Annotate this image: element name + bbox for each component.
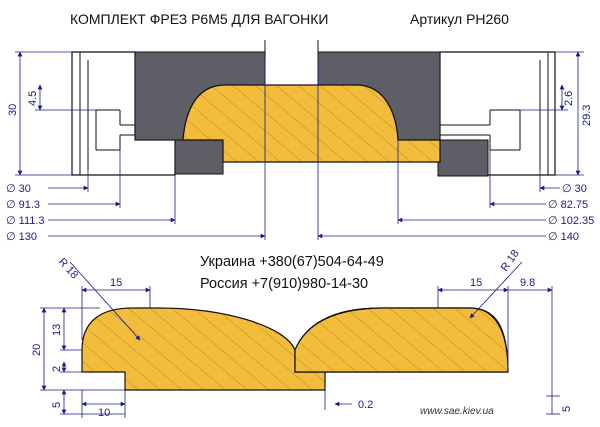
right-cutter-assembly (317, 51, 556, 177)
top-left-vertical-dims (15, 51, 96, 176)
dim-height-5-right: 5 (561, 406, 573, 412)
dim-d-left-2: ∅ 91.3 (6, 199, 40, 211)
dim-gap: 0.2 (358, 399, 373, 411)
bottom-width-dims (81, 286, 553, 396)
top-wood-profile (182, 84, 441, 163)
drawing-title: КОМПЛЕКТ ФРЕЗ Р6М5 ДЛЯ ВАГОНКИ (70, 11, 328, 27)
right-diameter-leaders (317, 60, 560, 240)
dim-base-10: 10 (98, 407, 110, 419)
right-shaft (440, 52, 549, 175)
website-link[interactable]: www.sae.kiev.ua (420, 406, 494, 417)
dim-left-step: 4.5 (27, 91, 39, 106)
dim-height-5-left: 5 (51, 402, 63, 408)
dim-height-2: 2 (51, 366, 63, 372)
dim-d-right-4: ∅ 140 (548, 231, 579, 243)
dim-d-right-1: ∅ 30 (562, 183, 587, 195)
dim-width-right: 15 (470, 277, 482, 289)
dim-d-left-4: ∅ 130 (6, 231, 37, 243)
dim-radius-left: R 18 (56, 256, 80, 281)
dim-offset-right: 9.8 (520, 277, 535, 289)
dim-d-right-2: ∅ 82.75 (548, 199, 588, 211)
dim-height-20: 20 (31, 344, 43, 356)
dim-d-right-3: ∅ 102.35 (548, 215, 594, 227)
bottom-left-vertical-dims (40, 307, 125, 415)
contact-ukraine: Украина +380(67)504-64-49 (200, 254, 384, 270)
dim-height-13: 13 (51, 324, 63, 336)
article-number: Артикул РН260 (410, 11, 509, 27)
dim-width-left: 15 (110, 277, 122, 289)
dim-right-step: 2.6 (563, 91, 575, 106)
dim-radius-right: R 18 (499, 248, 522, 274)
left-diameter-leaders (48, 60, 266, 240)
dim-left-height: 30 (7, 104, 19, 116)
dim-d-left-1: ∅ 30 (6, 183, 31, 195)
bottom-wood-profile-right (294, 307, 509, 373)
dim-right-height: 29.3 (581, 105, 593, 126)
top-right-vertical-dims (520, 51, 584, 176)
dim-d-left-3: ∅ 111.3 (6, 215, 45, 227)
bottom-base-dims (81, 390, 560, 418)
contact-russia: Россия +7(910)980-14-30 (200, 276, 368, 292)
left-cutter-blade-lower (174, 139, 224, 175)
right-cutter-blade-lower (437, 139, 489, 177)
